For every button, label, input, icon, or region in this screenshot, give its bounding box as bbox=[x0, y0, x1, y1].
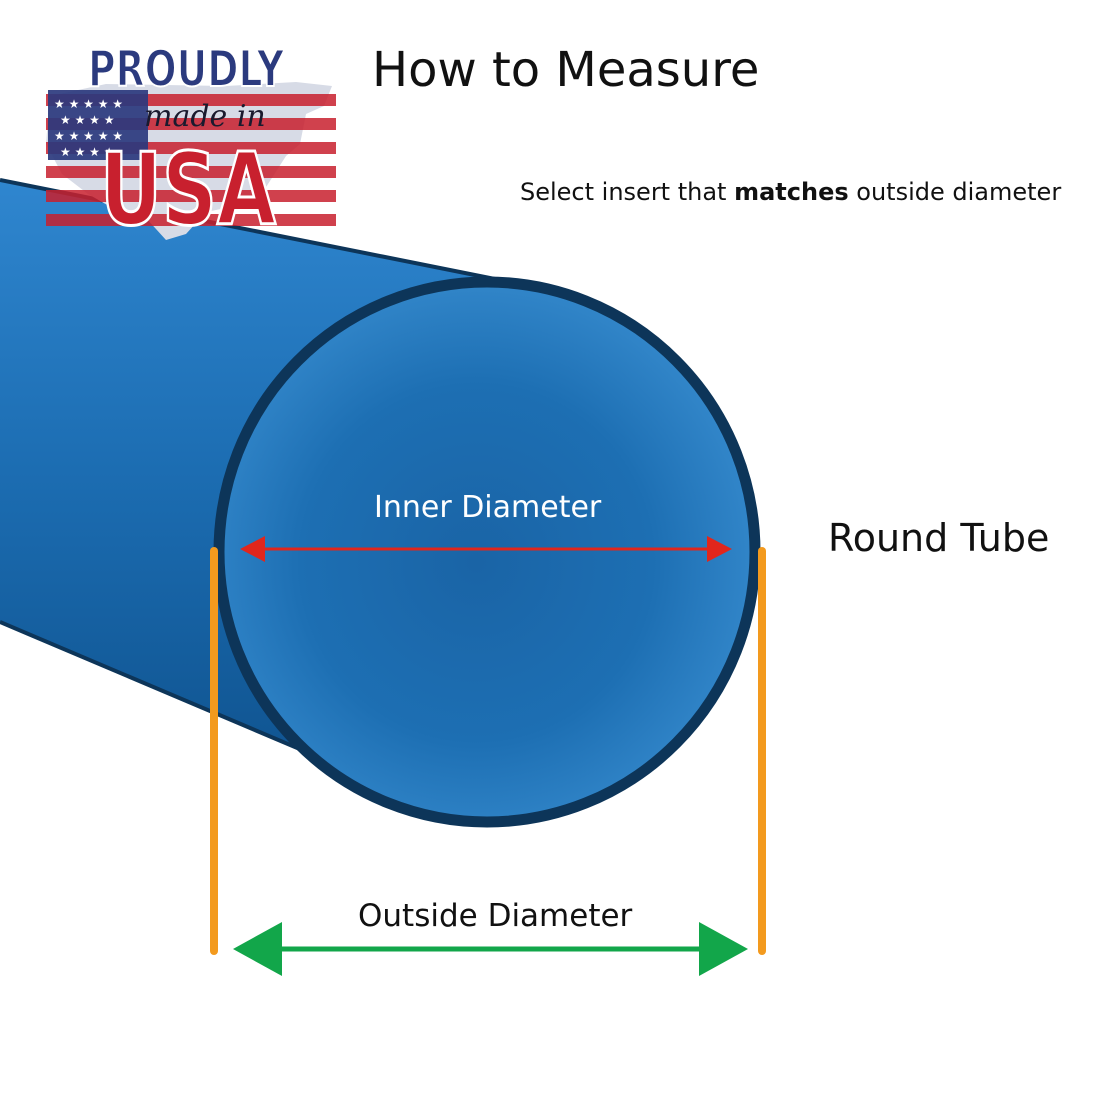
outside-diameter-arrow bbox=[233, 922, 748, 976]
logo-proudly: PROUDLY bbox=[88, 40, 285, 98]
svg-text:★ ★ ★ ★ ★: ★ ★ ★ ★ ★ bbox=[54, 97, 123, 111]
proudly-made-in-usa-logo: ★ ★ ★ ★ ★ ★ ★ ★ ★ ★ ★ ★ ★ ★ ★ ★ ★ ★ PROU… bbox=[36, 34, 336, 250]
instruction-emphasis: matches bbox=[734, 178, 849, 206]
outside-diameter-label: Outside Diameter bbox=[358, 898, 633, 934]
instruction-prefix: Select insert that bbox=[520, 178, 735, 206]
inner-diameter-label: Inner Diameter bbox=[374, 490, 602, 525]
svg-text:★ ★ ★ ★ ★: ★ ★ ★ ★ ★ bbox=[54, 129, 123, 143]
inner-diameter-arrow bbox=[240, 536, 732, 562]
shape-label: Round Tube bbox=[828, 516, 1050, 560]
tube-end-face bbox=[213, 276, 761, 828]
svg-text:★ ★ ★ ★: ★ ★ ★ ★ bbox=[60, 113, 114, 127]
page-title: How to Measure bbox=[372, 42, 760, 98]
instruction-suffix: outside diameter bbox=[848, 178, 1062, 206]
logo-usa: USA bbox=[100, 131, 276, 244]
svg-text:★ ★ ★ ★: ★ ★ ★ ★ bbox=[60, 145, 114, 159]
instruction-text: Select insert that matches outside diame… bbox=[520, 178, 1061, 206]
logo-made-in: made in bbox=[144, 99, 266, 134]
